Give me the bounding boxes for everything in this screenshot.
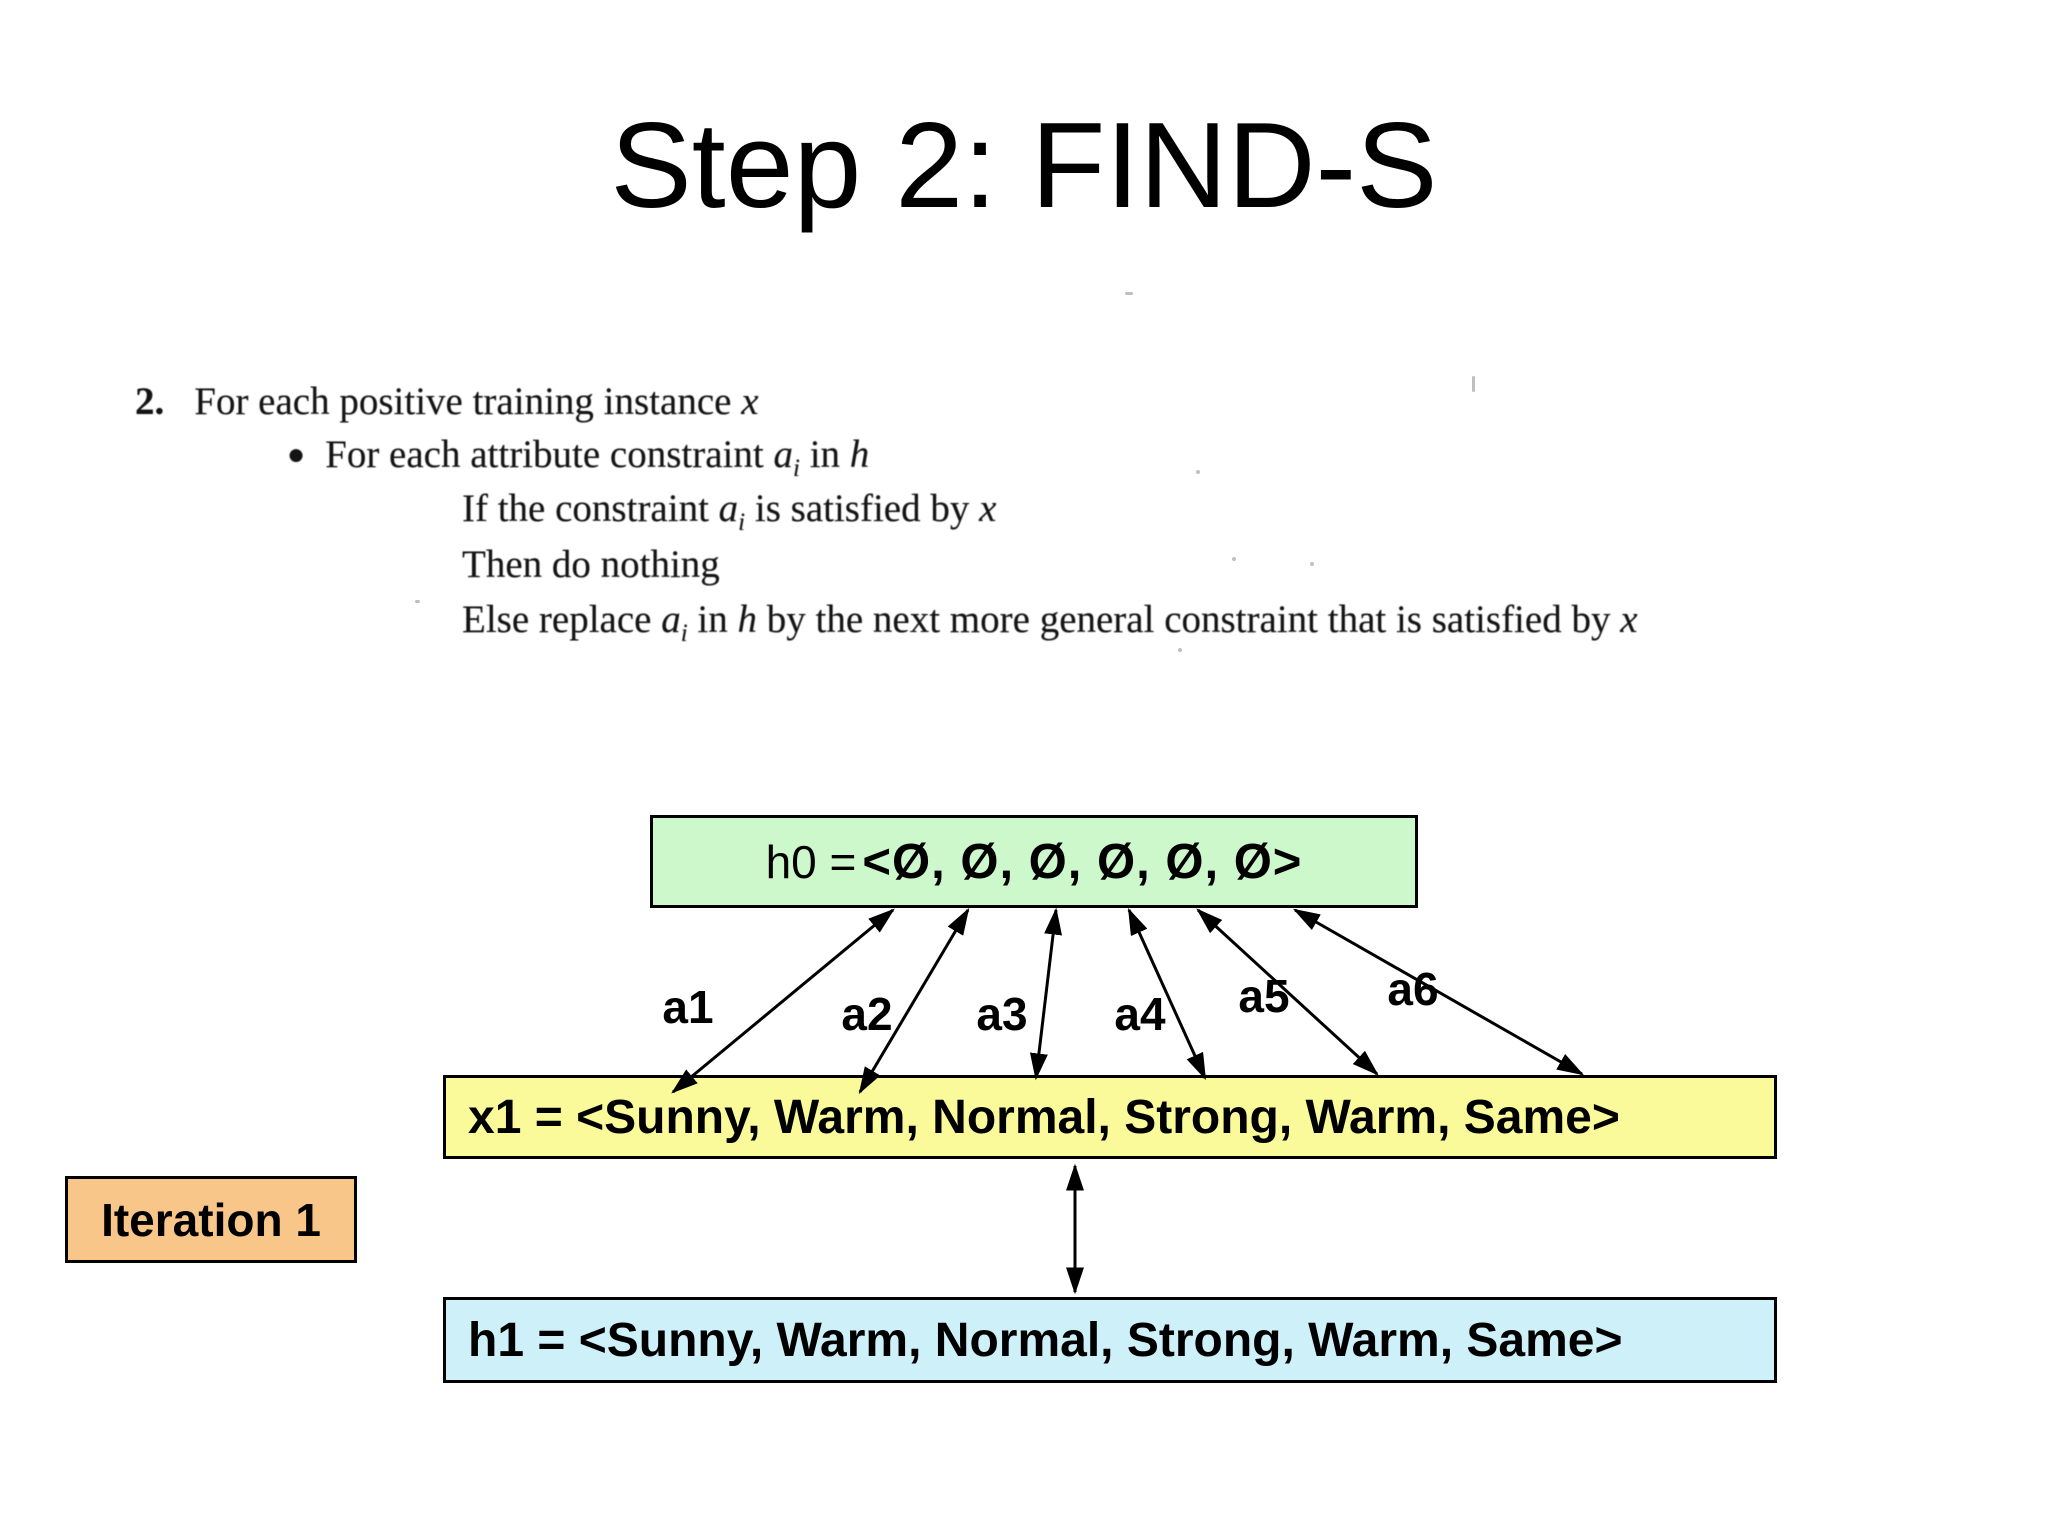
alg-text: Then do nothing [462, 543, 720, 586]
alg-text: For each positive training instance [194, 380, 742, 423]
arrow-label-a2: a2 [841, 988, 892, 1040]
math-var-x: x [979, 487, 997, 530]
h0-prefix: h0 = [765, 835, 857, 888]
alg-text: in [687, 598, 738, 641]
math-var-h: h [737, 598, 758, 641]
iteration-badge: Iteration 1 [65, 1176, 357, 1263]
math-var-h: h [849, 433, 870, 476]
slide-title: Step 2: FIND-S [610, 97, 1438, 233]
algorithm-line-4: Then do nothing [462, 542, 720, 587]
alg-text: by the next more general constraint that… [757, 598, 1621, 641]
scan-artifact [1196, 470, 1200, 474]
scan-artifact [1232, 557, 1236, 561]
x1-label: x1 = <Sunny, Warm, Normal, Strong, Warm,… [468, 1090, 1620, 1144]
iteration-label: Iteration 1 [101, 1193, 321, 1246]
math-subscript-i: i [792, 454, 800, 482]
h1-label: h1 = <Sunny, Warm, Normal, Strong, Warm,… [468, 1313, 1623, 1367]
algorithm-line-5: Else replace ai in h by the next more ge… [462, 597, 1638, 646]
attribute-arrow-a2 [858, 907, 970, 1095]
attribute-arrow-a4 [1127, 907, 1207, 1081]
arrow-label-a3: a3 [976, 988, 1027, 1040]
scan-artifact [1178, 648, 1182, 652]
scan-artifact [1472, 376, 1475, 392]
math-subscript-i: i [738, 508, 746, 536]
math-var-a: a [718, 487, 739, 530]
math-var-a: a [773, 433, 793, 476]
attribute-arrow-a5 [1196, 908, 1379, 1076]
x1-instance-box: x1 = <Sunny, Warm, Normal, Strong, Warm,… [443, 1075, 1777, 1159]
algorithm-line-1: 2. For each positive training instance x [135, 379, 759, 424]
h0-hypothesis-box: h0 = <Ø, Ø, Ø, Ø, Ø, Ø> [650, 815, 1418, 908]
alg-text: For each attribute constraint [325, 433, 774, 476]
bullet-icon: ● [287, 438, 306, 471]
alg-text: is satisfied by [745, 487, 980, 530]
math-var-x: x [1620, 598, 1638, 641]
h1-hypothesis-box: h1 = <Sunny, Warm, Normal, Strong, Warm,… [443, 1297, 1777, 1383]
algorithm-line-2: ● For each attribute constraint ai in h [287, 432, 870, 481]
math-var-x: x [741, 380, 759, 423]
arrow-label-a1: a1 [662, 981, 713, 1033]
step-number: 2. [135, 380, 165, 423]
arrow-label-a6: a6 [1387, 963, 1438, 1015]
attribute-arrow-a3 [1029, 907, 1063, 1081]
attribute-arrow-a6 [1292, 908, 1585, 1076]
alg-text: Else replace [462, 598, 662, 641]
arrow-label-a5: a5 [1238, 970, 1289, 1022]
attribute-arrow-a1 [671, 908, 895, 1094]
math-subscript-i: i [680, 619, 688, 647]
scan-artifact [1310, 562, 1314, 566]
arrow-label-a4: a4 [1114, 988, 1166, 1040]
math-var-a: a [661, 598, 681, 641]
scan-artifact [1125, 292, 1133, 295]
alg-text: in [799, 433, 850, 476]
h0-vector: <Ø, Ø, Ø, Ø, Ø, Ø> [862, 834, 1303, 889]
scan-artifact [415, 600, 420, 603]
alg-text: If the constraint [462, 487, 719, 530]
algorithm-line-3: If the constraint ai is satisfied by x [462, 486, 997, 535]
